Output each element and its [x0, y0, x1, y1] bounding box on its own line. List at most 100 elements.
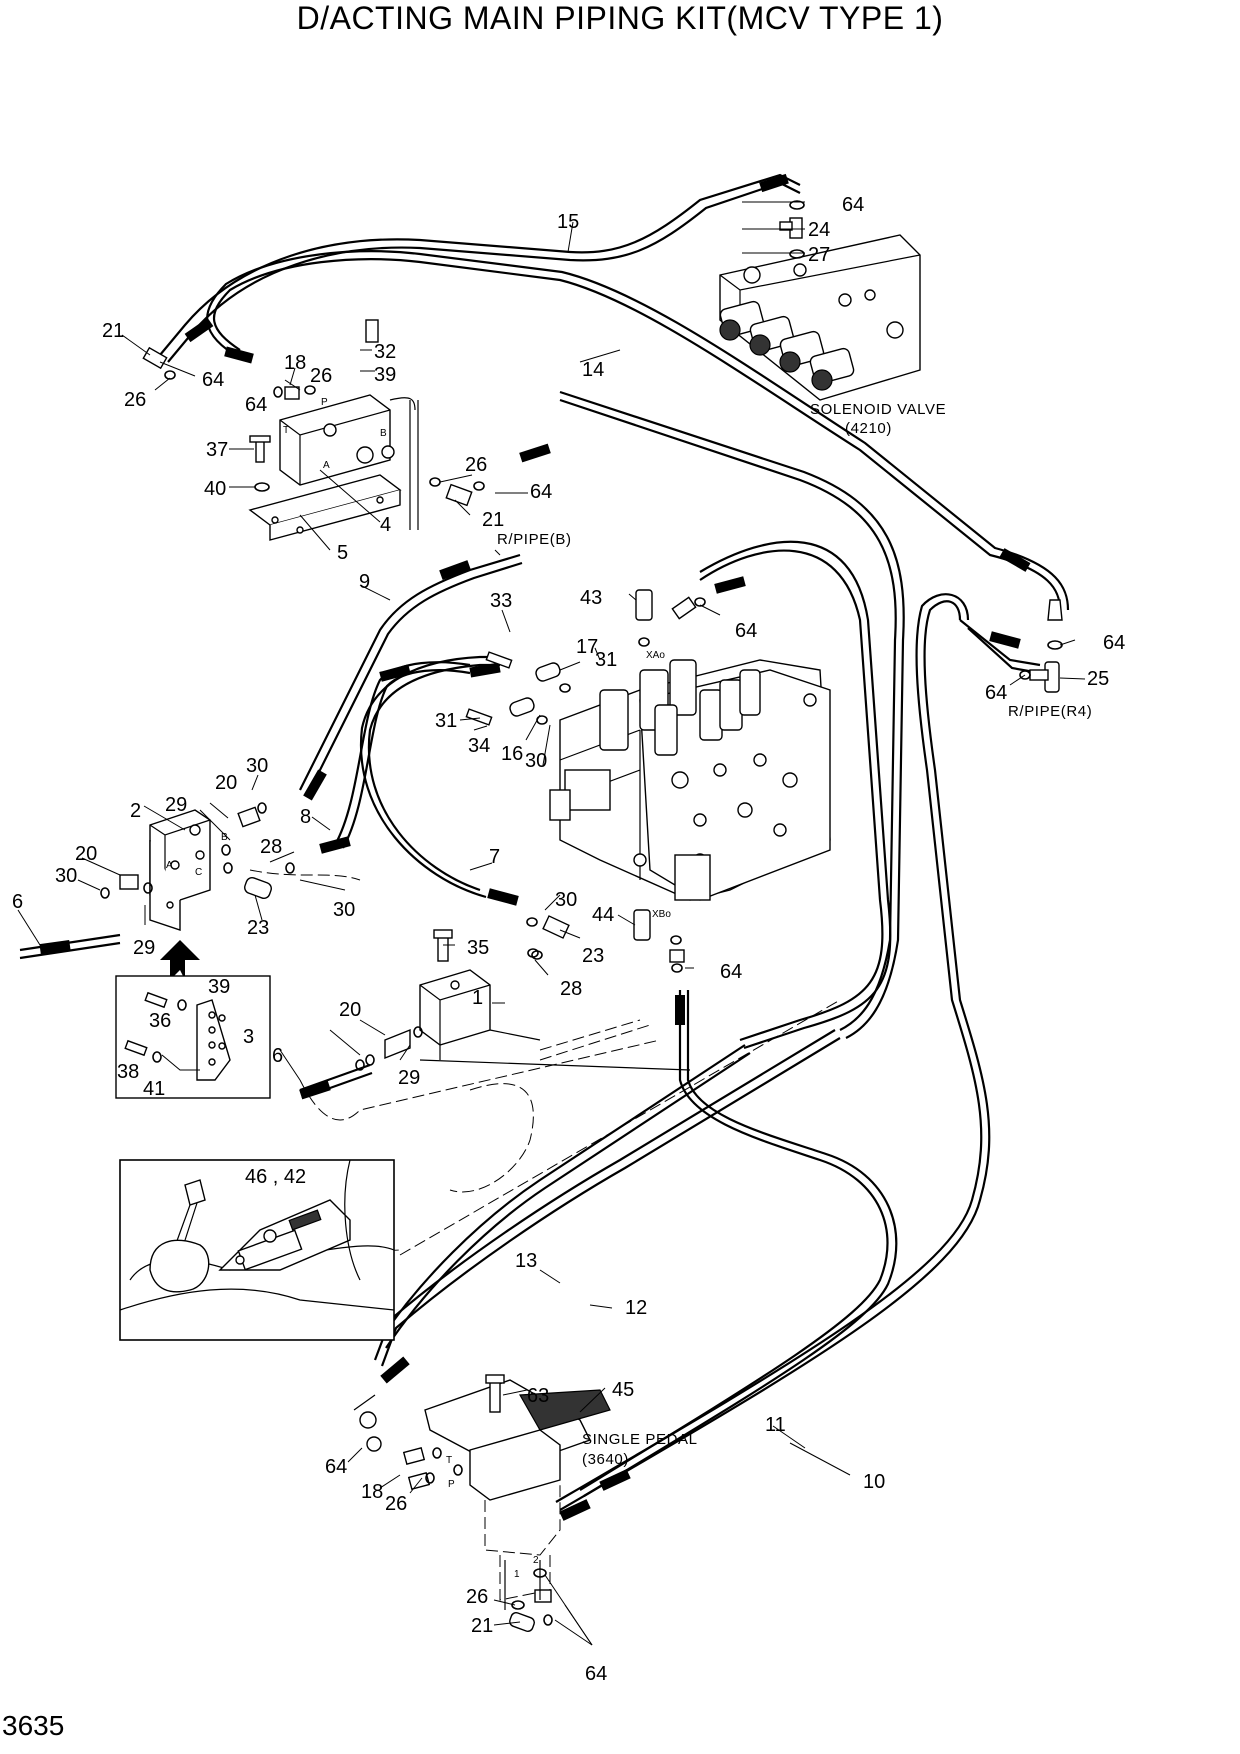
valve-block-4: [248, 319, 419, 541]
port-t-label: T: [283, 425, 289, 436]
callout-12: 12: [625, 1297, 647, 1319]
callout-37: 37: [206, 439, 228, 461]
callout-28-left: 28: [260, 836, 282, 858]
callout-27: 27: [808, 244, 830, 266]
callout-64-j: 64: [585, 1663, 607, 1685]
callout-32: 32: [374, 341, 396, 363]
callout-1: 1: [472, 987, 483, 1009]
callout-17: 17: [576, 636, 598, 658]
callout-20-c: 20: [339, 999, 361, 1021]
callout-28-right: 28: [560, 978, 582, 1000]
tee-fitting-25: [1019, 599, 1063, 693]
port-p-label: P: [321, 397, 328, 408]
callout-4: 4: [380, 514, 391, 536]
single-pedal-label: SINGLE PEDAL: [582, 1431, 698, 1448]
callout-2: 2: [130, 800, 141, 822]
callout-46-42: 46 , 42: [245, 1166, 306, 1188]
port-xa-label: XAo: [646, 650, 665, 661]
callout-13: 13: [515, 1250, 537, 1272]
callout-64-e: 64: [735, 620, 757, 642]
r-pipe-b-label: R/PIPE(B): [497, 531, 572, 548]
solenoid-coils: [719, 300, 855, 391]
callout-41: 41: [143, 1078, 165, 1100]
callout-16: 16: [501, 743, 523, 765]
callout-31-lower: 31: [435, 710, 457, 732]
callout-29-a: 29: [165, 794, 187, 816]
callout-7: 7: [489, 846, 500, 868]
callout-18-upper: 18: [284, 352, 306, 374]
callout-40: 40: [204, 478, 226, 500]
callout-30-b: 30: [55, 865, 77, 887]
block2-port-b-label: B: [221, 832, 228, 843]
callout-34: 34: [468, 735, 490, 757]
callout-21-upper: 21: [102, 320, 124, 342]
solenoid-valve: [719, 200, 921, 401]
callout-35: 35: [467, 937, 489, 959]
callout-64-h: 64: [720, 961, 742, 983]
solenoid-valve-label: SOLENOID VALVE: [810, 401, 946, 418]
callout-8: 8: [300, 806, 311, 828]
r-pipe-r4-label: R/PIPE(R4): [1008, 703, 1092, 720]
port-a-label: A: [323, 460, 330, 471]
callout-63: 63: [527, 1385, 549, 1407]
callout-15: 15: [557, 211, 579, 233]
callout-21-mid: 21: [482, 509, 504, 531]
callout-64-c: 64: [245, 394, 267, 416]
callout-18-lower: 18: [361, 1481, 383, 1503]
callout-39-upper: 39: [374, 364, 396, 386]
inset-cab: [119, 1159, 395, 1341]
hoses: [19, 173, 1070, 1511]
solenoid-valve-code: (4210): [845, 420, 892, 437]
page-number: 3635: [2, 1710, 65, 1741]
callout-29-b: 29: [133, 937, 155, 959]
mcv-fittings: [465, 596, 706, 958]
callout-44: 44: [592, 904, 614, 926]
callout-21-lower: 21: [471, 1615, 493, 1637]
callout-64-d: 64: [530, 481, 552, 503]
callout-64-g: 64: [985, 682, 1007, 704]
callout-30-d: 30: [525, 750, 547, 772]
callout-6-lower: 6: [272, 1045, 283, 1067]
hose-fittings: [39, 173, 1031, 1521]
pedal-port-p-label: P: [448, 1479, 455, 1490]
page-title: D/ACTING MAIN PIPING KIT(MCV TYPE 1): [296, 0, 944, 36]
callout-9: 9: [359, 571, 370, 593]
callout-33: 33: [490, 590, 512, 612]
callout-39-inset: 39: [208, 976, 230, 998]
callout-26-d: 26: [385, 1493, 407, 1515]
single-pedal-code: (3640): [582, 1451, 629, 1468]
pedal-port-t-label: T: [446, 1455, 452, 1466]
text-labels: SOLENOID VALVE (4210) R/PIPE(B) R/PIPE(R…: [166, 397, 1092, 1580]
callout-64-a: 64: [842, 194, 864, 216]
callout-36: 36: [149, 1010, 171, 1032]
callout-29-c: 29: [398, 1067, 420, 1089]
inset-box-3: [115, 975, 271, 1099]
port-b-label: B: [380, 428, 387, 439]
callout-10: 10: [863, 1471, 885, 1493]
callout-23-left: 23: [247, 917, 269, 939]
callout-25: 25: [1087, 668, 1109, 690]
part-callouts: 1 2 3 4 5 6 6 7 8 9 10 11 12 13 14 15 16…: [12, 194, 1125, 1685]
callout-30-e: 30: [555, 889, 577, 911]
single-pedal: [353, 1374, 611, 1632]
main-control-valve: [549, 589, 831, 973]
callout-45: 45: [612, 1379, 634, 1401]
block2-port-c-label: C: [195, 867, 202, 878]
callout-14: 14: [582, 359, 604, 381]
callout-64-i: 64: [325, 1456, 347, 1478]
callout-20-b: 20: [75, 843, 97, 865]
block-2: [100, 802, 295, 980]
callout-64-f: 64: [1103, 632, 1125, 654]
callout-26-c: 26: [465, 454, 487, 476]
callout-31-upper: 31: [595, 649, 617, 671]
pedal-port-2-label: 2: [533, 1555, 539, 1566]
callout-64-b: 64: [202, 369, 224, 391]
pedal-port-1-label: 1: [514, 1569, 520, 1580]
callout-38: 38: [117, 1061, 139, 1083]
callout-6-upper: 6: [12, 891, 23, 913]
callout-30-c: 30: [333, 899, 355, 921]
callout-23-right: 23: [582, 945, 604, 967]
background-frame: [199, 869, 841, 1261]
callout-3: 3: [243, 1026, 254, 1048]
